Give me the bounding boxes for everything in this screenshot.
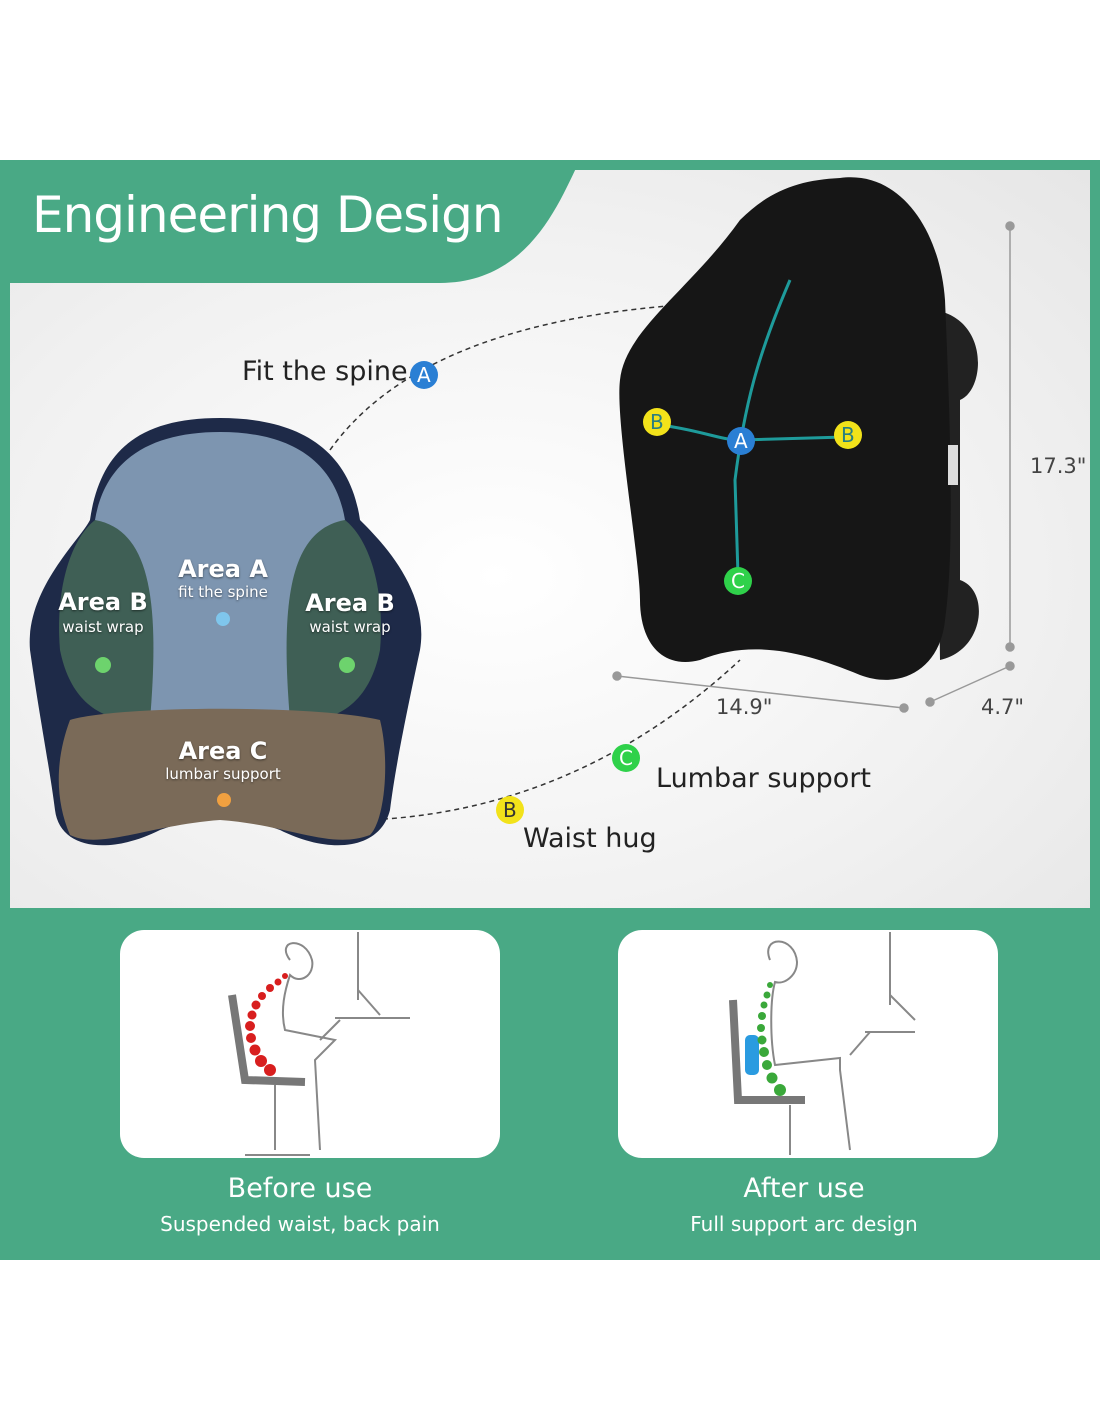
after-use-card [618,930,998,1158]
area-c-title: Area C [178,737,268,765]
dimension-depth: 4.7" [981,695,1025,719]
after-use-subtitle: Full support arc design [690,1212,918,1236]
marker-c-callout [612,744,640,772]
dimension-width: 14.9" [716,695,773,719]
after-use-title: After use [743,1173,865,1204]
area-b-right-title: Area B [305,589,395,617]
title-banner [0,160,580,283]
before-use-card [120,930,500,1158]
before-use-subtitle: Suspended waist, back pain [160,1212,440,1236]
pillow-3d-view [619,177,979,680]
area-b-left-subtitle: waist wrap [62,618,144,636]
callout-line-a [329,304,681,451]
marker-c-pillow [724,567,752,595]
pillow-front-view [29,418,422,846]
callout-lumbar-support: Lumbar support [656,763,872,794]
before-use-title: Before use [227,1173,373,1204]
area-b-left-title: Area B [58,588,148,616]
callout-fit-spine: Fit the spine [242,356,408,387]
marker-a-pillow [727,427,755,455]
area-b-right-subtitle: waist wrap [309,618,391,636]
area-a-title: Area A [178,555,268,583]
area-c-subtitle: lumbar support [165,765,281,783]
dimension-height: 17.3" [1030,454,1087,478]
dimension-lines [612,221,1015,713]
marker-a-callout [410,361,438,389]
callout-waist-hug: Waist hug [523,823,657,854]
marker-b-right [834,421,862,449]
page-title: Engineering Design [32,186,504,244]
marker-b-callout [496,796,524,824]
area-a-subtitle: fit the spine [178,583,268,601]
marker-b-left [643,408,671,436]
